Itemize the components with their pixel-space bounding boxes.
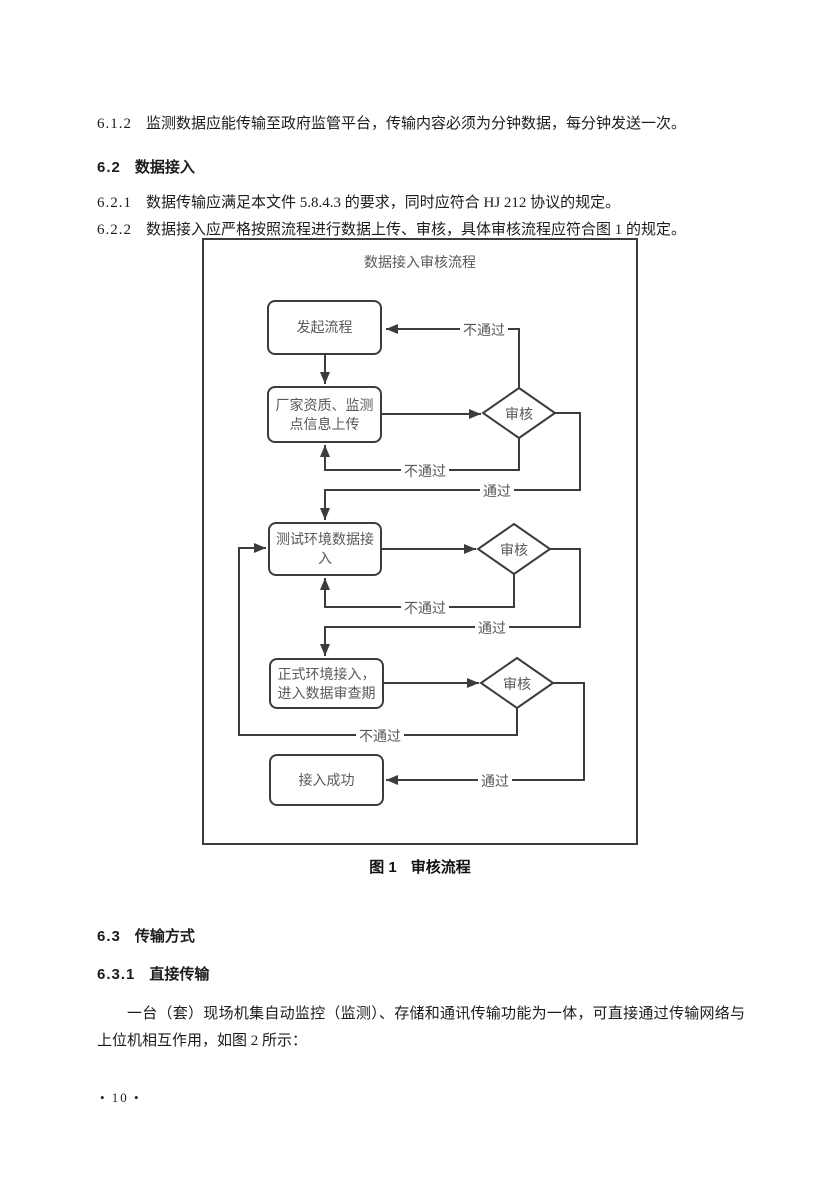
review-diamond-1: [481, 386, 557, 440]
edge-label-fail-1: 不通过: [460, 320, 508, 340]
clause-6-1-2: 6.1.2 监测数据应能传输至政府监管平台，传输内容必须为分钟数据，每分钟发送一次…: [97, 114, 686, 134]
heading-6-3-1: 6.3.1 直接传输: [97, 963, 209, 984]
flow-node-test-env: 测试环境数据接 入: [268, 522, 382, 576]
clause-6-2-2: 6.2.2 数据接入应严格按照流程进行数据上传、审核，具体审核流程应符合图 1 的…: [97, 220, 686, 240]
heading-number: 6.2: [97, 159, 121, 176]
edge-label-pass-2: 通过: [475, 618, 509, 638]
review-label-3: 审核: [503, 676, 531, 692]
figure-caption-label: 图 1: [369, 859, 397, 876]
edge-review2-pass-to-formal: [320, 548, 581, 656]
edge-label-fail-3: 不通过: [401, 598, 449, 618]
edge-review3-fail-to-test: [238, 543, 518, 736]
clause-text: 监测数据应能传输至政府监管平台，传输内容必须为分钟数据，每分钟发送一次。: [146, 116, 687, 132]
flow-node-success: 接入成功: [269, 754, 384, 806]
edge-review1-pass-to-test: [320, 412, 581, 520]
edge-label-fail-4: 不通过: [356, 726, 404, 746]
flowchart-title: 数据接入审核流程: [364, 254, 476, 270]
clause-6-2-1: 6.2.1 数据传输应满足本文件 5.8.4.3 的要求，同时应符合 HJ 212…: [97, 193, 620, 213]
heading-text: 传输方式: [134, 928, 195, 945]
flowchart-figure: 数据接入审核流程: [202, 238, 638, 845]
edge-label-pass-1: 通过: [480, 481, 514, 501]
figure-caption-text: 审核流程: [410, 859, 471, 876]
flow-node-formal-env: 正式环境接入， 进入数据审查期: [269, 658, 384, 709]
edge-review3-pass-to-success: [386, 682, 585, 785]
clause-number: 6.2.2: [97, 222, 132, 238]
heading-number: 6.3.1: [97, 966, 136, 983]
heading-text: 直接传输: [149, 966, 210, 983]
review-diamond-3: [479, 656, 555, 710]
heading-6-2: 6.2 数据接入: [97, 156, 195, 177]
clause-text: 数据接入应严格按照流程进行数据上传、审核，具体审核流程应符合图 1 的规定。: [146, 222, 687, 238]
heading-text: 数据接入: [134, 159, 195, 176]
heading-6-3: 6.3 传输方式: [97, 925, 195, 946]
flow-node-start: 发起流程: [267, 300, 382, 355]
edge-label-fail-2: 不通过: [401, 461, 449, 481]
page-number: • 10 •: [100, 1090, 141, 1105]
figure-caption: 图 1 审核流程: [0, 856, 840, 877]
paragraph-direct-transmission: 一台（套）现场机集自动监控（监测）、存储和通讯传输功能为一体，可直接通过传输网络…: [97, 1006, 745, 1049]
heading-number: 6.3: [97, 928, 121, 945]
clause-text: 数据传输应满足本文件 5.8.4.3 的要求，同时应符合 HJ 212 协议的规…: [146, 195, 621, 211]
edge-label-pass-3: 通过: [478, 771, 512, 791]
review-label-2: 审核: [500, 542, 528, 558]
clause-number: 6.1.2: [97, 116, 132, 132]
edge-review1-fail-to-start: [386, 324, 520, 388]
clause-number: 6.2.1: [97, 195, 132, 211]
review-diamond-2: [476, 522, 552, 576]
review-label-1: 审核: [505, 406, 533, 422]
flow-node-upload: 厂家资质、监测 点信息上传: [267, 386, 382, 443]
